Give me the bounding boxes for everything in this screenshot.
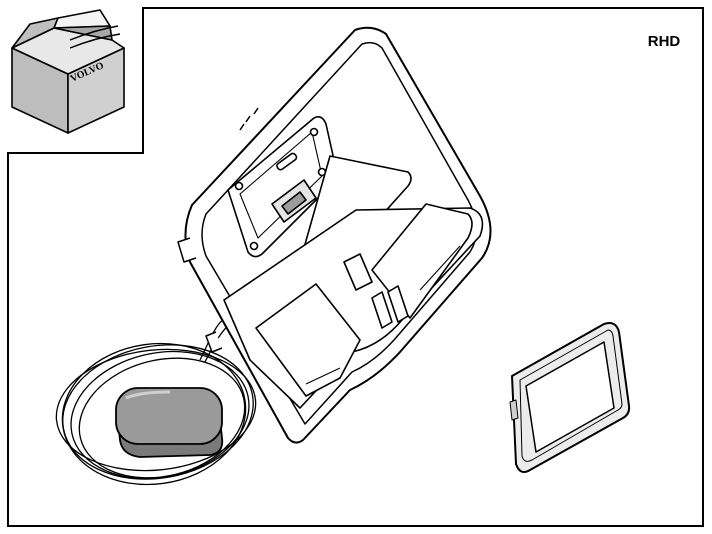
display-screen-icon bbox=[509, 322, 631, 473]
air-vent-openings bbox=[223, 203, 484, 409]
illustration-frame bbox=[7, 7, 704, 527]
variant-label: RHD bbox=[648, 33, 681, 50]
parts-box-icon: VOLVO bbox=[11, 9, 125, 134]
gps-antenna-icon bbox=[115, 387, 224, 458]
display-dock bbox=[227, 116, 339, 258]
